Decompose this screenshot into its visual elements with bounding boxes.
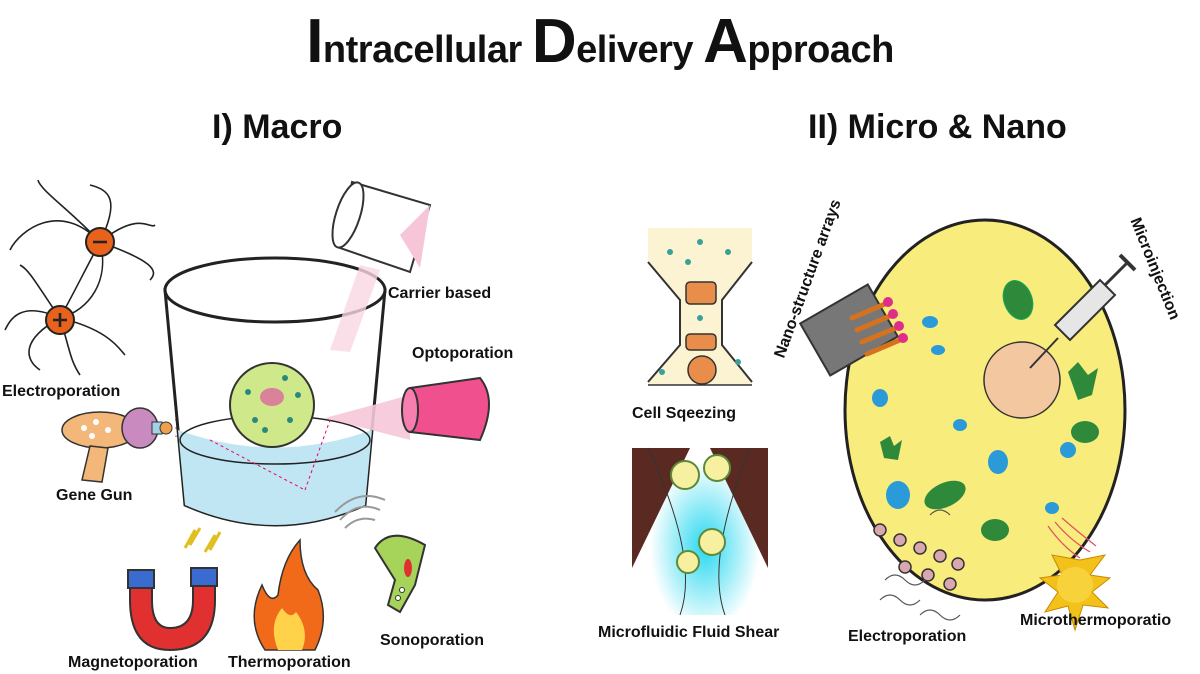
title-rest-1: ntracellular: [322, 29, 532, 71]
title-cap-3: A: [703, 7, 748, 76]
micro-electroporation-icon: [873, 523, 965, 591]
title-cap-1: I: [306, 7, 323, 76]
label-micro-electroporation: Electroporation: [848, 628, 967, 645]
section-micro-nano-heading: II) Micro & Nano: [808, 108, 1067, 146]
carrier-vessel-icon: [330, 180, 432, 352]
electroporation-field-icon: [4, 179, 156, 376]
gene-gun-icon: [61, 407, 208, 483]
label-microfluidic-fluid-shear: Microfluidic Fluid Shear: [598, 624, 780, 641]
magnet-icon: [127, 527, 222, 652]
sun-icon: [1038, 554, 1112, 632]
section-macro-heading: I) Macro: [212, 108, 343, 146]
cell-squeezing-channel-icon: [647, 228, 753, 386]
fluid-shear-channel-icon: [632, 445, 768, 616]
label-sonoporation: Sonoporation: [380, 632, 484, 649]
label-electroporation: Electroporation: [2, 383, 121, 400]
nano-structure-array-icon: [798, 283, 908, 377]
label-microthermoporation: Microthermoporatio: [1020, 612, 1172, 629]
title-cap-2: D: [531, 7, 577, 76]
sonoporation-probe-icon: [334, 495, 427, 614]
label-cell-squeezing: Cell Sqeezing: [632, 405, 737, 422]
label-optoporation: Optoporation: [412, 345, 514, 362]
label-magnetoporation: Magnetoporation: [68, 654, 198, 671]
micro-cell-icon: [843, 218, 1127, 602]
microinjection-syringe-icon: [1029, 253, 1137, 369]
page-title: Intracellular Delivery Approach: [0, 6, 1200, 77]
label-carrier-based: Carrier based: [388, 285, 492, 302]
title-rest-2: elivery: [576, 29, 704, 71]
label-gene-gun: Gene Gun: [56, 487, 133, 504]
optoporation-light-icon: [325, 376, 490, 442]
label-thermoporation: Thermoporation: [228, 654, 351, 671]
flame-icon: [253, 538, 324, 651]
title-rest-3: pproach: [747, 29, 894, 71]
macro-cell-icon: [229, 362, 315, 448]
heat-rays-icon: [1047, 517, 1097, 559]
dna-strand-icons: [879, 509, 961, 621]
